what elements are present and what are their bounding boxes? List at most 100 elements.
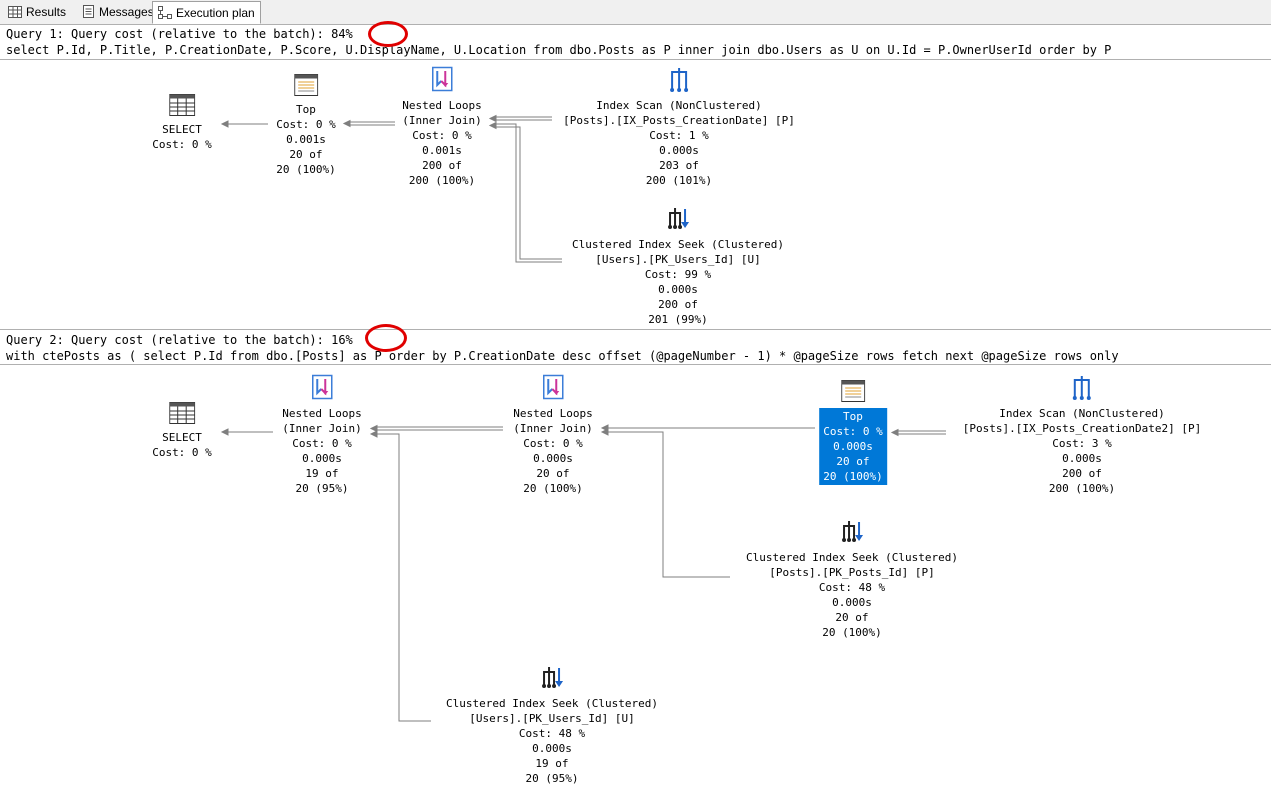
clustered-seek-icon [572,205,784,235]
tab-messages-label: Messages [99,4,154,19]
node-line: Clustered Index Seek (Clustered) [572,238,784,251]
nested-loops-icon [402,66,481,96]
node-line: 200 (100%) [1048,482,1116,495]
index-scan-icon [563,66,795,96]
edge-q1-seek-nl [488,121,562,263]
node-line: 20 of [836,455,870,468]
select-icon [152,402,212,428]
plan-node-index-scan[interactable]: Index Scan (NonClustered) [Posts].[IX_Po… [563,66,795,188]
tab-messages[interactable]: Messages [76,1,160,22]
node-line: [Users].[PK_Users_Id] [U] [469,712,635,725]
plan-node-select[interactable]: SELECT Cost: 0 % [152,402,212,460]
top-icon [819,380,887,406]
node-line: 20 of [536,467,570,480]
node-line: 0.001s [286,133,326,146]
edge-q1-top-select [220,120,268,128]
node-line: [Posts].[PK_Posts_Id] [P] [769,566,935,579]
query-1-cost-text: Query 1: Query cost (relative to the bat… [6,27,353,41]
edge-q2-nl1-select [220,428,273,436]
query-2-sql-text[interactable]: with ctePosts as ( select P.Id from dbo.… [6,349,1119,363]
node-line: Top [843,410,863,423]
top-icon [276,74,336,100]
tab-results[interactable]: Results [2,1,72,22]
node-line: 200 (101%) [645,174,713,187]
query-1-sql-text[interactable]: select P.Id, P.Title, P.CreationDate, P.… [6,43,1112,57]
node-line: Index Scan (NonClustered) [596,99,762,112]
node-line: Cost: 0 % [523,437,583,450]
clustered-seek-icon [746,518,958,548]
nested-loops-icon [513,374,592,404]
edge-q1-nl-top [342,119,395,128]
index-scan-icon [963,374,1201,404]
nested-loops-icon [282,374,361,404]
node-line: 20 of [289,148,323,161]
node-line: 20 (95%) [525,772,579,785]
node-line: Nested Loops [513,407,593,420]
node-line: Cost: 48 % [818,581,886,594]
plan-node-clustered-index-seek[interactable]: Clustered Index Seek (Clustered) [Posts]… [746,518,958,640]
node-line: Cost: 1 % [649,129,709,142]
node-line: 20 (100%) [822,626,882,639]
node-line: Nested Loops [402,99,482,112]
node-line: Cost: 48 % [518,727,586,740]
plan-node-clustered-index-seek[interactable]: Clustered Index Seek (Clustered) [Users]… [572,205,784,327]
node-line: Cost: 0 % [412,129,472,142]
edge-q2-nl2-nl1 [369,424,503,433]
node-line: 20 (100%) [823,470,883,483]
node-line: SELECT [162,431,202,444]
node-selected-text: Top Cost: 0 % 0.000s 20 of 20 (100%) [819,408,887,485]
query-2-cost-text: Query 2: Query cost (relative to the bat… [6,333,353,347]
node-line: 20 of [835,611,869,624]
node-line: 0.000s [302,452,342,465]
node-line: 0.001s [422,144,462,157]
plan-node-nested-loops[interactable]: Nested Loops (Inner Join) Cost: 0 % 0.00… [513,374,593,496]
edge-q2-top-nl2 [600,424,815,432]
query-1-header: Query 1: Query cost (relative to the bat… [0,24,1271,60]
node-line: 20 (95%) [295,482,349,495]
node-line: 201 (99%) [648,313,708,326]
node-line: [Posts].[IX_Posts_CreationDate2] [P] [962,422,1202,435]
messages-icon [82,5,95,18]
tab-execution-plan[interactable]: Execution plan [152,1,261,24]
node-line: Cost: 99 % [644,268,712,281]
node-line: 0.000s [533,452,573,465]
plan-icon [158,6,172,19]
plan-node-nested-loops[interactable]: Nested Loops (Inner Join) Cost: 0 % 0.00… [282,374,362,496]
node-line: 19 of [535,757,569,770]
plan-node-nested-loops[interactable]: Nested Loops (Inner Join) Cost: 0 % 0.00… [402,66,482,188]
node-line: 0.000s [1062,452,1102,465]
node-line: 200 of [422,159,462,172]
edge-q2-scan-top [890,428,946,437]
node-line: Cost: 0 % [152,446,212,459]
node-line: Nested Loops [282,407,362,420]
query-2-header: Query 2: Query cost (relative to the bat… [0,329,1271,365]
node-line: 0.000s [658,283,698,296]
node-line: 200 (100%) [408,174,476,187]
node-line: Index Scan (NonClustered) [999,407,1165,420]
plan-node-top[interactable]: Top Cost: 0 % 0.001s 20 of 20 (100%) [276,74,336,177]
node-line: SELECT [162,123,202,136]
node-line: (Inner Join) [282,422,362,435]
query-1-cost-annotation-circle [368,21,408,47]
plan-node-select[interactable]: SELECT Cost: 0 % [152,94,212,152]
node-line: 200 of [1062,467,1102,480]
node-line: Cost: 0 % [276,118,336,131]
node-line: Cost: 3 % [1052,437,1112,450]
tab-execution-plan-label: Execution plan [176,5,255,20]
plan-node-clustered-index-seek[interactable]: Clustered Index Seek (Clustered) [Users]… [446,664,658,786]
node-line: Cost: 0 % [152,138,212,151]
plan-node-top-selected[interactable]: Top Cost: 0 % 0.000s 20 of 20 (100%) [819,380,887,485]
node-line: 0.000s [833,440,873,453]
node-line: 20 (100%) [523,482,583,495]
node-line: Clustered Index Seek (Clustered) [446,697,658,710]
select-icon [152,94,212,120]
node-line: 20 (100%) [276,163,336,176]
node-line: 19 of [305,467,339,480]
node-line: Clustered Index Seek (Clustered) [746,551,958,564]
node-line: Cost: 0 % [292,437,352,450]
node-line: Top [296,103,316,116]
plan-node-index-scan[interactable]: Index Scan (NonClustered) [Posts].[IX_Po… [963,374,1201,496]
node-line: 0.000s [532,742,572,755]
node-line: [Users].[PK_Users_Id] [U] [595,253,761,266]
